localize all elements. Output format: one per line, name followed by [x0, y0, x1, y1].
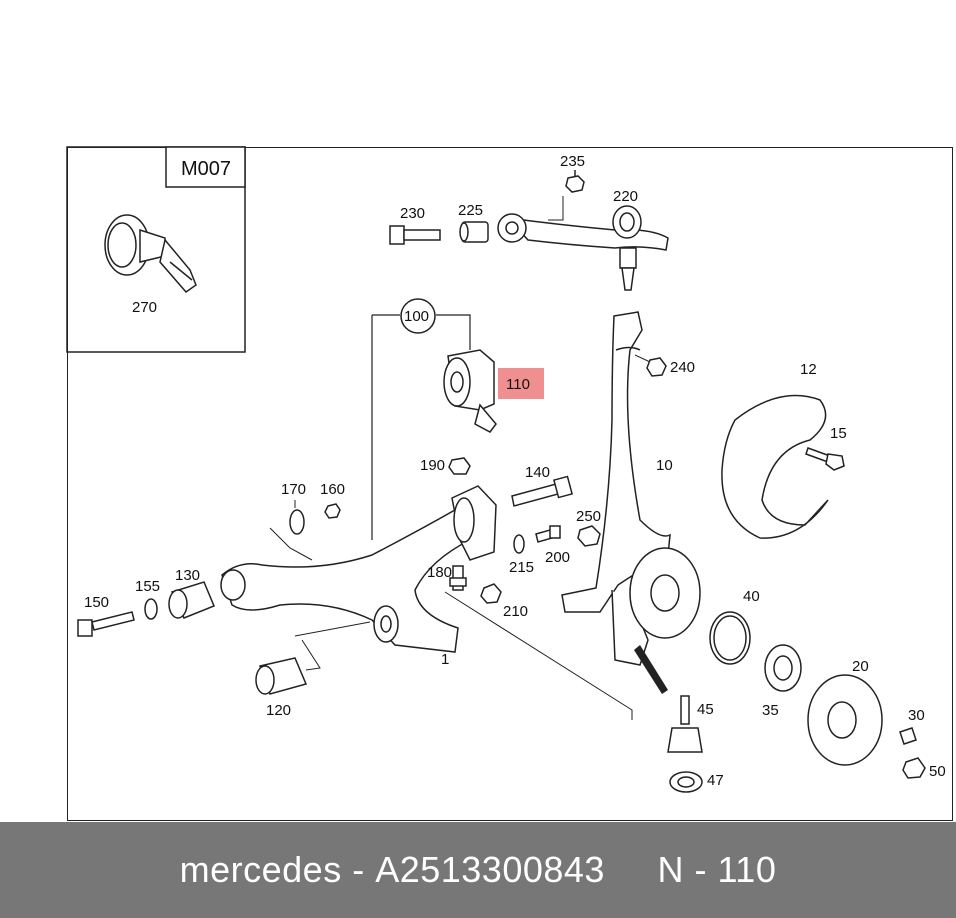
nut-250[interactable] — [577, 525, 601, 547]
label-1: 1 — [441, 651, 449, 668]
label-100: 100 — [404, 308, 429, 325]
footer-separator: - — [341, 849, 376, 890]
bolt-15[interactable] — [805, 447, 845, 471]
label-35: 35 — [762, 702, 779, 719]
bushing-110[interactable] — [443, 349, 497, 433]
washer-155[interactable] — [144, 598, 158, 620]
callout-100[interactable]: 100 — [400, 298, 436, 334]
label-150: 150 — [84, 594, 109, 611]
label-20: 20 — [852, 658, 869, 675]
diagram-frame — [67, 147, 953, 821]
bearing-35[interactable] — [764, 644, 802, 692]
label-220: 220 — [613, 188, 638, 205]
label-235: 235 — [560, 153, 585, 170]
label-140: 140 — [525, 464, 550, 481]
bolt-200[interactable] — [535, 525, 561, 543]
label-110: 110 — [506, 376, 530, 393]
label-190: 190 — [420, 457, 445, 474]
washer-170[interactable] — [289, 500, 305, 535]
label-215: 215 — [509, 559, 534, 576]
label-200: 200 — [545, 549, 570, 566]
label-160: 160 — [320, 481, 345, 498]
group-bracket-100 — [371, 314, 471, 540]
label-250: 250 — [576, 508, 601, 525]
nut-160[interactable] — [324, 503, 341, 519]
lower-control-arm-1[interactable] — [220, 504, 471, 653]
bolt-140[interactable] — [511, 475, 574, 507]
knuckle-hub[interactable] — [629, 547, 701, 639]
splash-shield-12[interactable] — [721, 394, 829, 539]
label-240: 240 — [670, 359, 695, 376]
bushing-120[interactable] — [255, 639, 321, 695]
nut-210[interactable] — [480, 583, 502, 604]
washer-215[interactable] — [513, 534, 525, 554]
label-270: 270 — [132, 299, 157, 316]
arrow-45 — [634, 645, 668, 694]
cv-joint-270[interactable] — [104, 214, 197, 294]
snap-ring-40[interactable] — [709, 611, 751, 665]
label-40: 40 — [743, 588, 760, 605]
label-180: 180 — [427, 564, 452, 581]
label-130: 130 — [175, 567, 200, 584]
label-30: 30 — [908, 707, 925, 724]
label-50: 50 — [929, 763, 946, 780]
footer-position: N - 110 — [657, 849, 777, 890]
bushing-130[interactable] — [168, 581, 215, 619]
label-45: 45 — [697, 701, 714, 718]
highlight-box-110[interactable] — [498, 368, 544, 399]
hub-20[interactable] — [807, 674, 883, 766]
arm-bushing[interactable] — [451, 485, 497, 561]
label-155: 155 — [135, 578, 160, 595]
nut-47[interactable] — [669, 771, 703, 793]
nut-190[interactable] — [448, 457, 471, 475]
footer-bar: mercedes - A2513300843 N - 110 — [0, 822, 956, 918]
label-47: 47 — [707, 772, 724, 789]
inset-code: M007 — [181, 158, 231, 180]
nut-50[interactable] — [902, 757, 926, 779]
nut-235[interactable] — [548, 170, 585, 221]
bolt-150[interactable] — [77, 611, 135, 637]
footer-gap — [605, 849, 658, 891]
bolt-180[interactable] — [449, 565, 467, 591]
parts-diagram: M007 270 230 225 235 220 — [66, 146, 946, 793]
label-120: 120 — [266, 702, 291, 719]
label-10: 10 — [656, 457, 673, 474]
footer-part-number: A2513300843 — [375, 849, 605, 890]
ball-joint-45[interactable] — [667, 695, 703, 753]
footer-brand: mercedes — [179, 849, 342, 890]
label-210: 210 — [503, 603, 528, 620]
nut-240[interactable] — [634, 354, 667, 377]
label-15: 15 — [830, 425, 847, 442]
bolt-30[interactable] — [899, 727, 917, 745]
label-170: 170 — [281, 481, 306, 498]
leader-lines — [269, 527, 633, 720]
inset-box: M007 270 — [66, 146, 246, 353]
upper-control-arm[interactable] — [497, 205, 669, 291]
label-225: 225 — [458, 202, 483, 219]
bushing-225[interactable] — [459, 221, 489, 243]
label-230: 230 — [400, 205, 425, 222]
label-12: 12 — [800, 361, 817, 378]
bolt-230[interactable] — [389, 225, 441, 245]
